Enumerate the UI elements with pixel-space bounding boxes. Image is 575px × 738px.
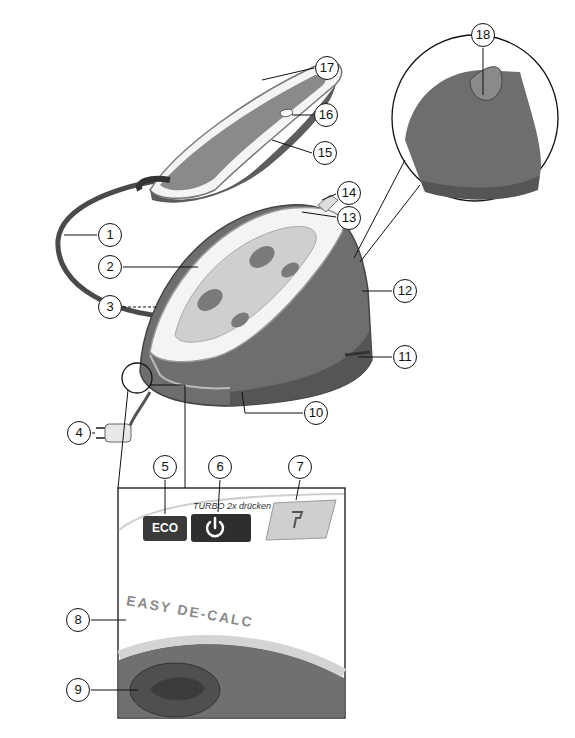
leader-line <box>242 392 303 413</box>
base-station <box>245 242 278 273</box>
mains-plug <box>96 437 105 439</box>
callout-number: 5 <box>153 455 177 479</box>
callout-number: 7 <box>288 455 312 479</box>
zoom-marker <box>122 363 152 393</box>
iron <box>139 62 342 203</box>
zoom-marker <box>185 385 186 488</box>
leader-line <box>272 140 312 153</box>
zoom-marker <box>118 363 185 488</box>
mains-plug <box>96 427 105 429</box>
base-station <box>230 330 372 406</box>
control-panel-detail <box>266 500 336 540</box>
mains-plug <box>105 424 131 442</box>
detail-inset <box>354 160 405 258</box>
panel-text: TURBO 2x drücken <box>193 502 271 512</box>
callout-number: 1 <box>98 223 122 247</box>
base-station <box>318 195 338 212</box>
leader-line <box>91 690 138 691</box>
iron <box>150 84 336 203</box>
callout-number: 17 <box>315 56 339 80</box>
control-panel-detail <box>191 514 251 542</box>
detail-inset <box>360 185 420 262</box>
callout-number: 11 <box>393 345 417 369</box>
leader-line <box>296 480 300 500</box>
base-station <box>150 207 343 361</box>
callout-number: 4 <box>67 421 91 445</box>
leader-line <box>165 480 166 514</box>
turbo-icon <box>292 512 302 528</box>
control-panel-detail <box>130 663 220 717</box>
detail-inset <box>354 35 558 262</box>
detail-inset <box>392 35 558 201</box>
base-station <box>345 352 370 355</box>
callout-number: 14 <box>337 181 361 205</box>
base-station <box>193 285 226 316</box>
base-station <box>150 355 230 388</box>
leader-line <box>91 620 126 621</box>
callout-number: 9 <box>66 678 90 702</box>
control-panel-detail <box>143 516 187 541</box>
callout-number: 15 <box>313 141 337 165</box>
callout-number: 10 <box>304 401 328 425</box>
iron <box>139 179 170 190</box>
base-station <box>140 205 372 406</box>
control-panel-detail <box>118 488 345 718</box>
leader-line <box>358 357 392 358</box>
iron <box>280 109 293 117</box>
turbo-icon <box>292 512 302 528</box>
base-station <box>175 226 316 342</box>
control-panel-detail <box>118 488 345 718</box>
callout-number: 3 <box>98 295 122 319</box>
base-station <box>278 259 301 280</box>
leader-line <box>123 307 158 308</box>
power-symbol <box>207 518 223 536</box>
leader-line <box>483 48 484 95</box>
leader-line <box>92 433 95 434</box>
leader-line <box>302 212 336 217</box>
button-label: ECO <box>152 522 178 535</box>
leader-line <box>292 115 313 116</box>
leader-line <box>362 291 392 292</box>
callout-number: 6 <box>208 455 232 479</box>
callout-number: 13 <box>337 206 361 230</box>
leader-line <box>64 235 97 236</box>
callout-number: 8 <box>66 608 90 632</box>
callout-number: 2 <box>98 255 122 279</box>
control-panel-detail <box>150 677 205 700</box>
leader-line <box>262 68 314 80</box>
power-symbol <box>214 518 217 528</box>
base-station <box>140 195 372 406</box>
mains-plug <box>128 392 150 432</box>
leader-line <box>64 48 483 690</box>
callout-number: 16 <box>314 103 338 127</box>
zoom-marker <box>118 390 128 488</box>
detail-inset <box>420 175 540 200</box>
base-station <box>228 309 251 330</box>
detail-inset <box>470 67 502 101</box>
leader-line <box>123 267 198 268</box>
zoom-marker <box>150 385 185 386</box>
leader-line <box>322 194 336 200</box>
callout-number: 18 <box>471 23 495 47</box>
callout-number: 12 <box>393 279 417 303</box>
